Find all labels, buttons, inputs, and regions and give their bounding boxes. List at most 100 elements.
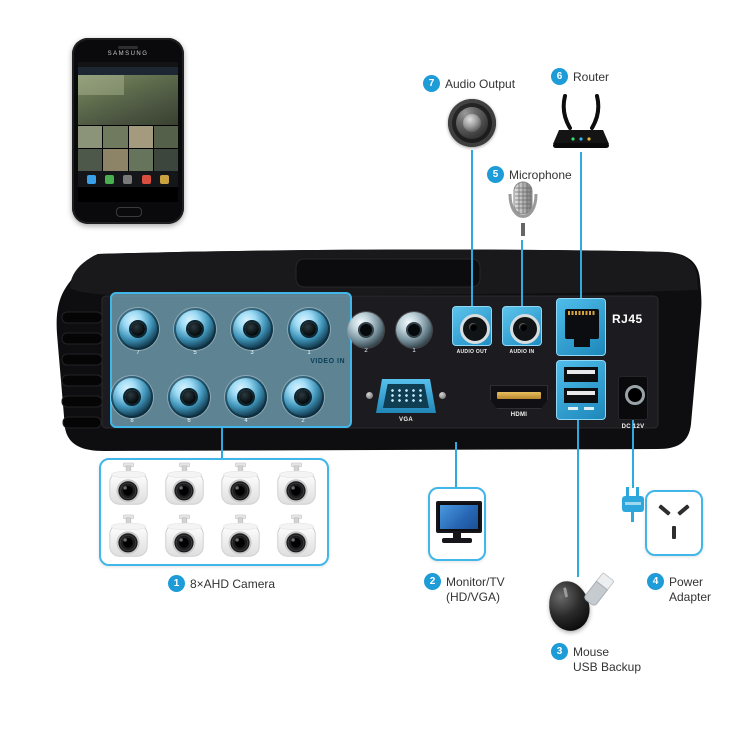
ahd-camera-icon [220, 514, 261, 558]
speaker-icon [448, 99, 496, 147]
microphone-icon [508, 181, 538, 236]
bnc-connector-icon [117, 308, 159, 350]
callout-badge-2: 2 [424, 573, 441, 590]
socket-slot-left [658, 504, 671, 516]
bnc-number: 7 [136, 350, 140, 356]
bnc-connector-icon [288, 308, 330, 350]
rca-connector-icon [348, 312, 384, 348]
phone-screen [78, 62, 178, 202]
rca-number: 1 [412, 348, 416, 354]
ahd-camera-icon [108, 514, 149, 558]
app-icon-yellow [160, 174, 170, 184]
bnc-number: 8 [130, 418, 134, 424]
bnc-connector-icon [231, 308, 273, 350]
monitor-label-line2: (HD/VGA) [446, 590, 500, 604]
bnc-connector-icon [174, 308, 216, 350]
usb-stick-icon [582, 571, 615, 608]
bnc-video-port: 2 [282, 376, 324, 425]
rca-connector-icon [396, 312, 432, 348]
video-in-label: VIDEO IN [310, 358, 345, 365]
microphone-label: Microphone [509, 168, 572, 182]
callout-badge-1: 1 [168, 575, 185, 592]
hdmi-label: HDMI [510, 412, 528, 418]
callout-badge-6: 6 [551, 68, 568, 85]
bnc-number: 6 [187, 418, 191, 424]
rca-number: 2 [364, 348, 368, 354]
router-label: Router [573, 70, 610, 84]
bnc-connector-icon [168, 376, 210, 418]
bnc-number: 3 [250, 350, 254, 356]
power-label-line2: Adapter [669, 590, 712, 604]
router-icon [553, 94, 609, 148]
bnc-number: 1 [307, 350, 311, 356]
dvr-top-recess [295, 258, 481, 288]
callout-badge-4: 4 [647, 573, 664, 590]
phone-camera-view-main [78, 75, 178, 125]
vga-screw-icon [366, 392, 373, 399]
rj45-port [556, 298, 606, 356]
app-icon-gray [123, 174, 133, 184]
vga-port [366, 377, 446, 415]
bnc-connector-icon [225, 376, 267, 418]
ahd-camera-icon [164, 462, 205, 506]
hdmi-port [490, 385, 548, 409]
callout-badge-7: 7 [423, 75, 440, 92]
monitor-box [428, 487, 486, 561]
app-icon-red [141, 174, 151, 184]
dc-label: DC 12V [621, 424, 645, 430]
bnc-video-port: 5 [174, 308, 216, 357]
phone-app-toolbar [78, 171, 178, 187]
dvr-left-vents [61, 311, 103, 429]
monitor-label-line1: Monitor/TV [446, 575, 505, 589]
app-icon-green [105, 174, 115, 184]
bnc-connector-icon [111, 376, 153, 418]
ahd-camera-icon [164, 514, 205, 558]
phone-camera-thumb-row-1 [78, 126, 178, 148]
phone-earpiece [118, 46, 138, 49]
usb-port-bottom [564, 388, 598, 403]
rca-audio-port: 1 [396, 312, 432, 355]
audio-in-label: AUDIO IN [509, 349, 535, 355]
usb-port-top [564, 367, 598, 382]
usb-ports [556, 360, 606, 420]
rj45-pins [568, 311, 596, 315]
audio-out-port [452, 306, 492, 346]
video-in-highlight: VIDEO IN 7 5 3 1 8 6 4 [110, 292, 352, 428]
app-icon-blue [86, 174, 96, 184]
phone-brand: SAMSUNG [107, 51, 149, 57]
bnc-connector-icon [282, 376, 324, 418]
audio-output-label: Audio Output [445, 77, 516, 91]
phone-statusbar [78, 62, 178, 67]
vga-pins [389, 388, 424, 403]
power-plug-icon [620, 487, 646, 523]
vga-screw-icon [439, 392, 446, 399]
socket-slot-right [677, 504, 690, 516]
camera-label: 8×AHD Camera [190, 577, 276, 591]
bnc-video-port: 1 [288, 308, 330, 357]
bnc-number: 5 [193, 350, 197, 356]
ahd-camera-icon [276, 514, 317, 558]
camera-grid [99, 458, 329, 566]
mouse-label-line2: USB Backup [573, 660, 642, 674]
mouse-label-line1: Mouse [573, 645, 610, 659]
smartphone: SAMSUNG [72, 38, 184, 224]
mouse-icon [544, 577, 594, 635]
ahd-camera-icon [220, 462, 261, 506]
monitor-icon [436, 501, 482, 533]
monitor-neck [453, 533, 461, 538]
dvr-top-face [70, 249, 698, 296]
rj45-label: RJ45 [612, 312, 643, 326]
dc-power-port [618, 376, 648, 420]
phone-camera-thumb-row-2 [78, 149, 178, 171]
vga-label: VGA [399, 417, 413, 423]
ahd-camera-icon [276, 462, 317, 506]
hdmi-contacts [497, 392, 541, 399]
callout-badge-3: 3 [551, 643, 568, 660]
phone-home-button [116, 207, 142, 217]
power-label-line1: Power [669, 575, 704, 589]
bnc-video-port: 6 [168, 376, 210, 425]
rca-audio-port: 2 [348, 312, 384, 355]
bnc-number: 2 [301, 418, 305, 424]
power-socket-box [645, 490, 703, 556]
